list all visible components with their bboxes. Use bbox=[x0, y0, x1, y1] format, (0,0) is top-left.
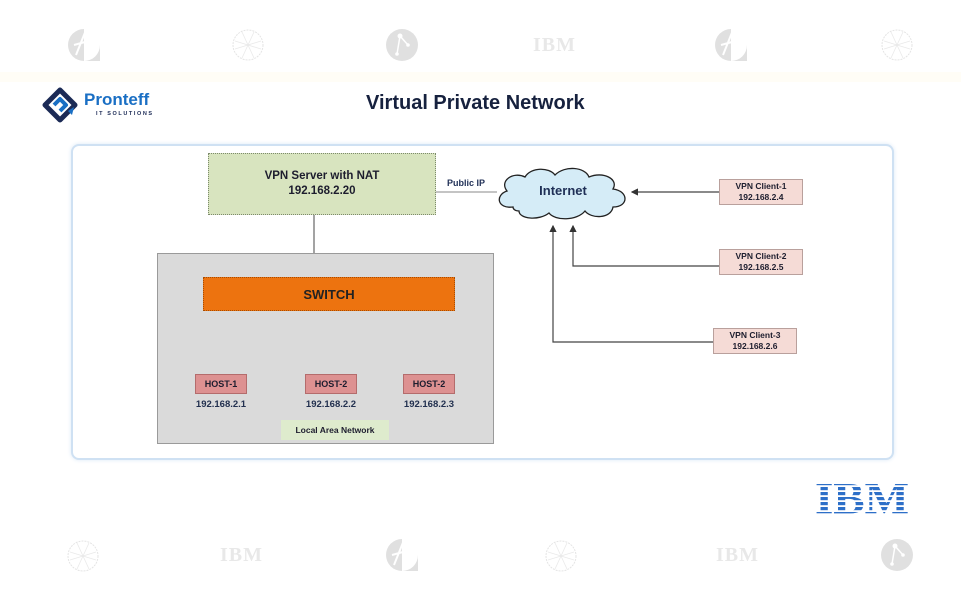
globe-mesh-icon bbox=[67, 540, 99, 572]
internet-cloud-icon bbox=[498, 167, 626, 220]
vpn-client-node: VPN Client-2 192.168.2.5 bbox=[719, 249, 803, 275]
page-title: Virtual Private Network bbox=[366, 92, 585, 114]
host-node: HOST-1 bbox=[195, 374, 247, 394]
ibm-watermark: IBM bbox=[716, 544, 759, 566]
vpn-server-node: VPN Server with NAT 192.168.2.20 bbox=[208, 153, 436, 215]
client-ip: 192.168.2.6 bbox=[732, 341, 778, 351]
ibm-watermark: IBM bbox=[533, 34, 576, 56]
client-name: VPN Client-1 bbox=[735, 181, 787, 191]
a-logo-icon bbox=[386, 539, 418, 571]
globe-mesh-icon bbox=[232, 29, 264, 61]
node-graph-icon bbox=[881, 539, 913, 571]
ibm-watermark: IBM bbox=[220, 544, 263, 566]
client-ip: 192.168.2.5 bbox=[738, 262, 784, 272]
brand-logo[interactable]: Pronteff IT SOLUTIONS bbox=[42, 87, 182, 123]
host-ip: 192.168.2.2 bbox=[305, 399, 357, 410]
host-name: HOST-2 bbox=[412, 379, 446, 389]
lan-label: Local Area Network bbox=[281, 420, 389, 440]
host-ip: 192.168.2.1 bbox=[195, 399, 247, 410]
header-band bbox=[0, 72, 961, 82]
switch-label: SWITCH bbox=[303, 286, 355, 302]
globe-mesh-icon bbox=[545, 540, 577, 572]
a-logo-icon bbox=[68, 29, 100, 61]
client-ip: 192.168.2.4 bbox=[738, 192, 784, 202]
brand-name: Pronteff bbox=[84, 90, 150, 109]
globe-mesh-icon bbox=[881, 29, 913, 61]
switch-node: SWITCH bbox=[203, 277, 455, 311]
vpn-server-title: VPN Server with NAT bbox=[264, 170, 380, 182]
vpn-client-node: VPN Client-3 192.168.2.6 bbox=[713, 328, 797, 354]
host-ip: 192.168.2.3 bbox=[403, 399, 455, 410]
node-graph-icon bbox=[386, 29, 418, 61]
a-logo-icon bbox=[715, 29, 747, 61]
vpn-client-node: VPN Client-1 192.168.2.4 bbox=[719, 179, 803, 205]
public-ip-label: Public IP bbox=[447, 178, 486, 188]
pronteff-logo-icon bbox=[42, 87, 78, 123]
host-name: HOST-2 bbox=[314, 379, 348, 389]
client-name: VPN Client-3 bbox=[729, 330, 781, 340]
vpn-server-ip: 192.168.2.20 bbox=[288, 185, 356, 197]
host-node: HOST-2 bbox=[305, 374, 357, 394]
ibm-logo-icon: IBM bbox=[814, 477, 910, 517]
brand-tagline: IT SOLUTIONS bbox=[96, 111, 154, 117]
client-name: VPN Client-2 bbox=[735, 251, 787, 261]
internet-label: Internet bbox=[539, 183, 587, 198]
client3-internet-line bbox=[549, 224, 713, 343]
client2-internet-line bbox=[569, 224, 720, 267]
host-node: HOST-2 bbox=[403, 374, 455, 394]
host-name: HOST-1 bbox=[204, 379, 238, 389]
